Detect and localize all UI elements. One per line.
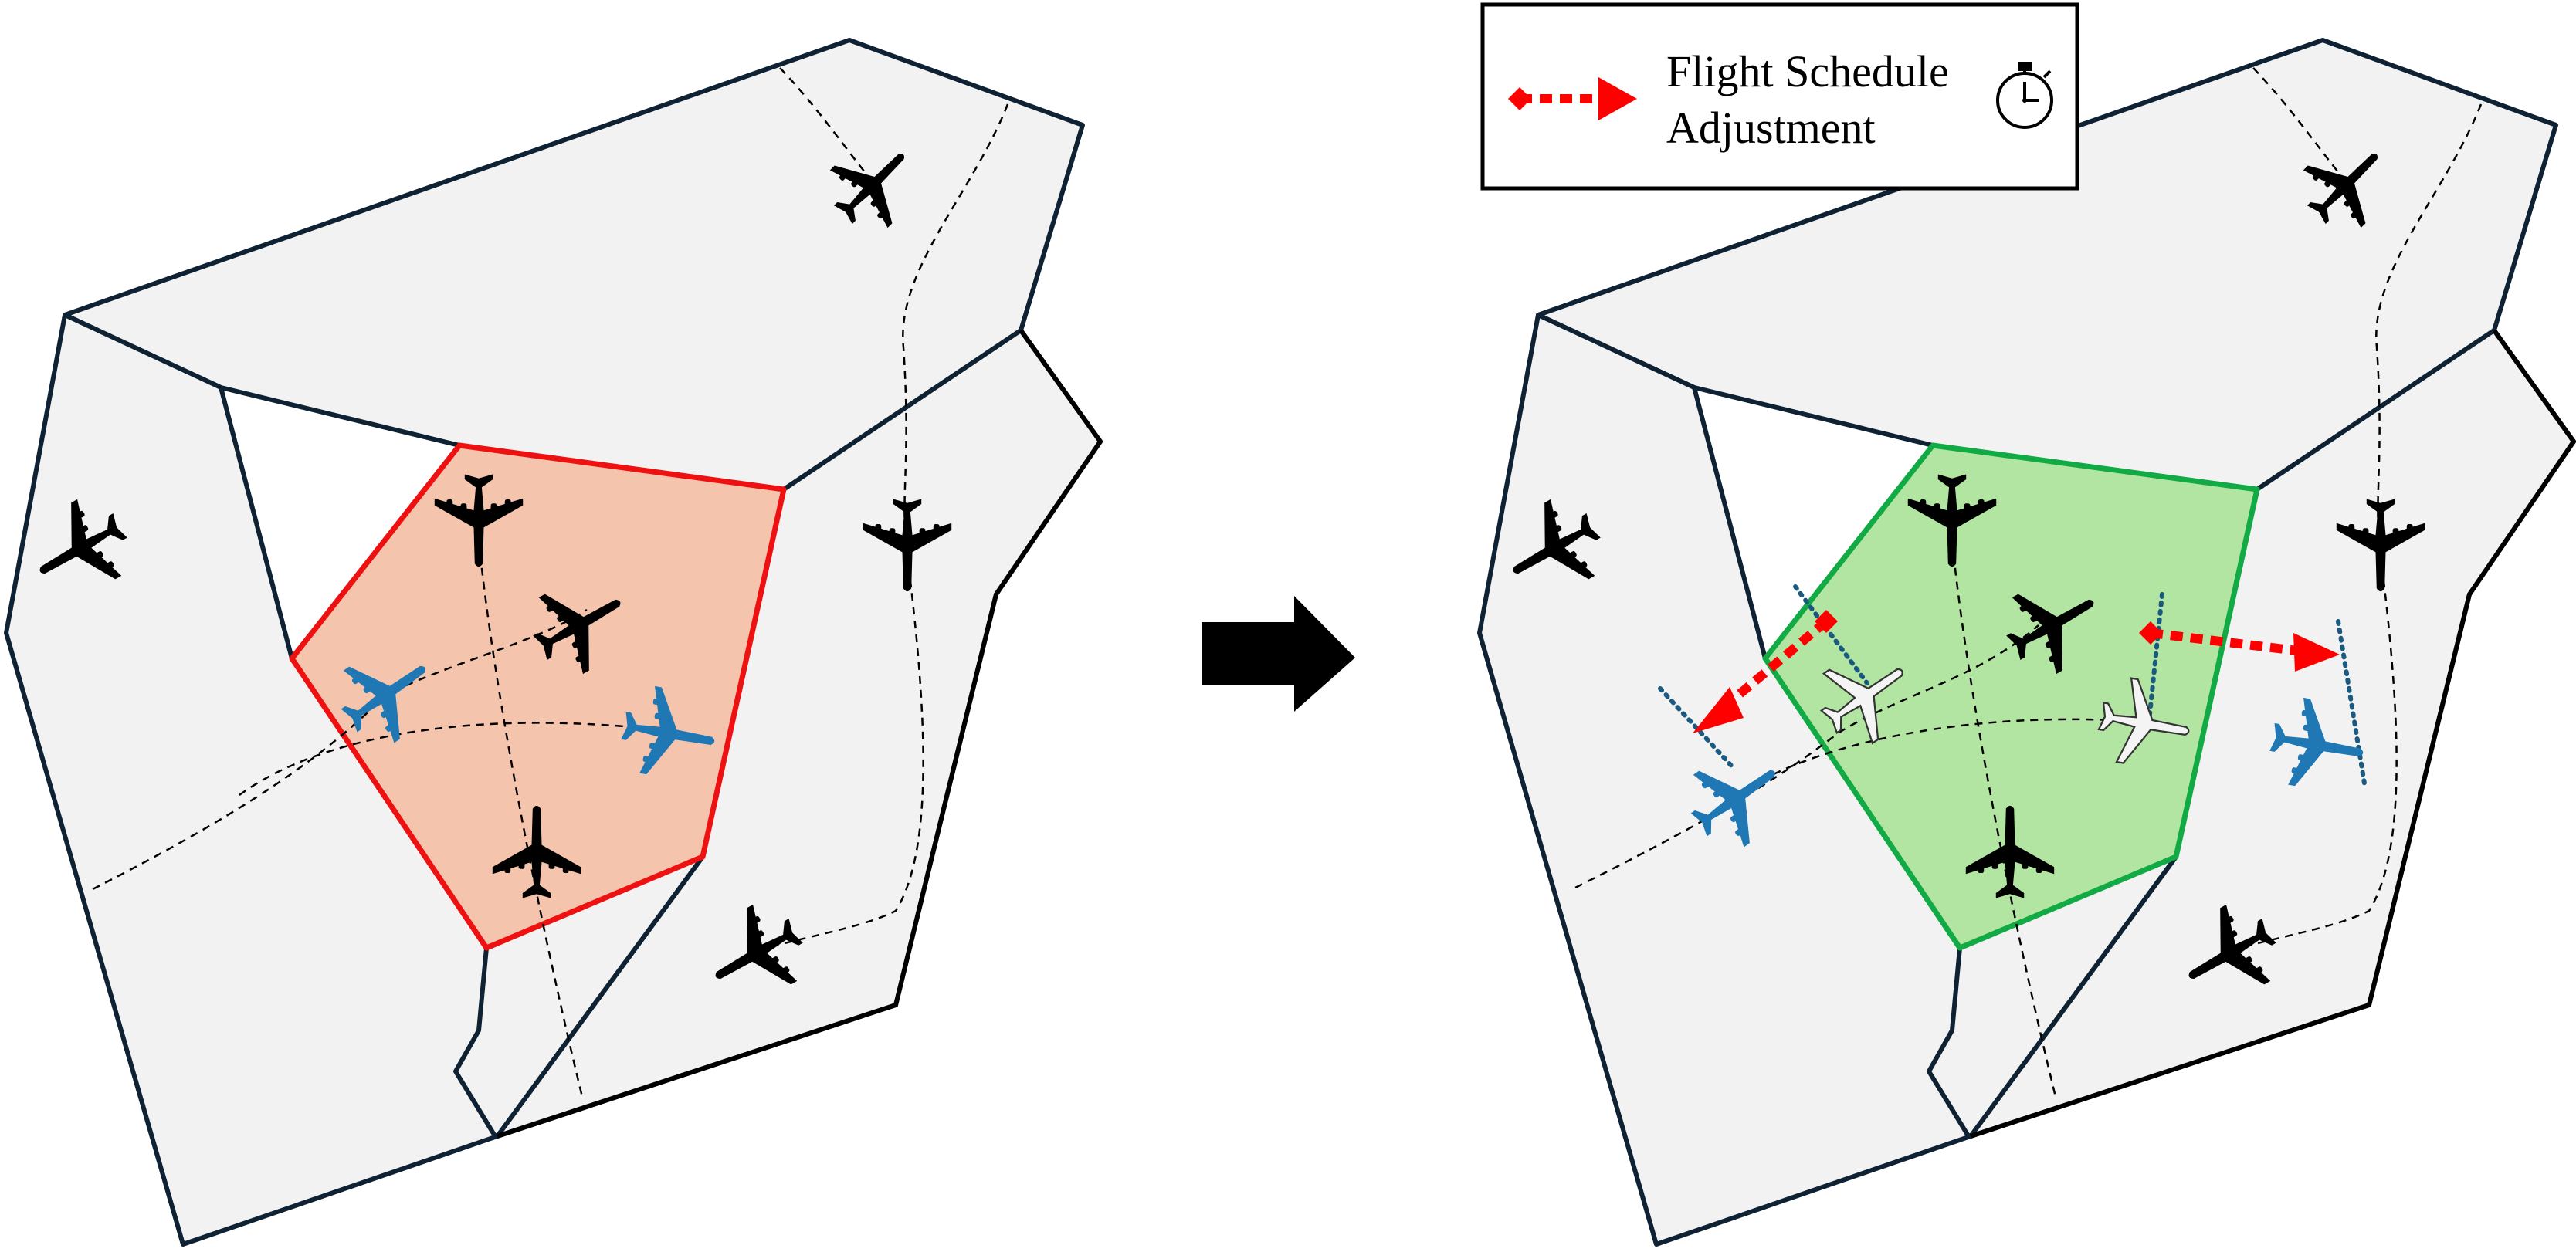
left-panel bbox=[4, 38, 1103, 1247]
adjustment-arrows bbox=[1693, 610, 2340, 733]
stopwatch-icon bbox=[1996, 62, 2053, 129]
outer-boundary bbox=[1970, 329, 2576, 1139]
resolved-sector bbox=[1762, 442, 2260, 951]
legend-label-line1: Flight Schedule bbox=[1666, 46, 1949, 96]
legend: Flight Schedule Adjustment bbox=[1480, 2, 2079, 191]
legend-label-line2: Adjustment bbox=[1666, 103, 1876, 153]
congested-sector bbox=[289, 442, 787, 951]
legend-arrow-tail bbox=[1508, 87, 1531, 110]
right-arrow-icon bbox=[1202, 596, 1355, 712]
right-panel bbox=[1477, 38, 2576, 1247]
outer-boundary bbox=[497, 329, 1103, 1139]
legend-arrow-head bbox=[1598, 77, 1637, 120]
